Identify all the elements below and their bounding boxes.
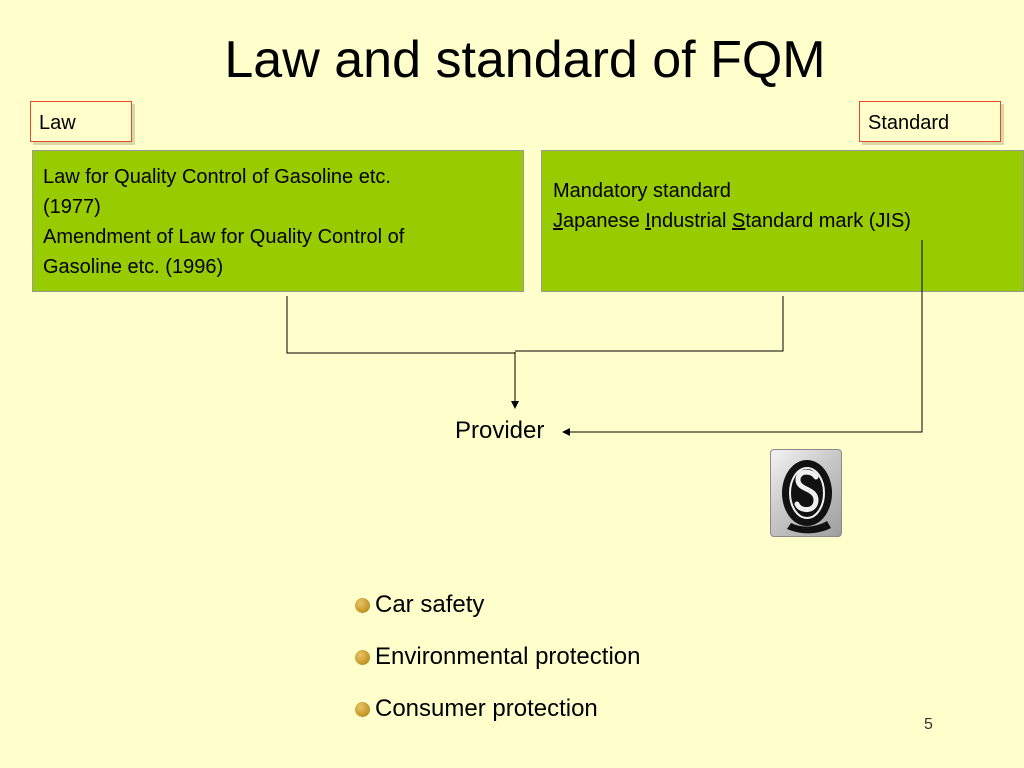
sq-mark-icon	[782, 460, 832, 534]
jis-letter-s: S	[732, 210, 746, 232]
bullet-text: Consumer protection	[375, 695, 598, 722]
bullet-dot-icon	[355, 702, 370, 717]
jis-letter-i: I	[645, 210, 651, 232]
standard-to-merge-line	[515, 296, 784, 352]
jis-word-industrial: ndustrial	[650, 210, 733, 232]
standard-box: Mandatory standard Japanese Industrial S…	[541, 150, 1024, 292]
jis-mark-logo	[770, 449, 842, 537]
standard-tag: Standard	[859, 101, 1001, 142]
list-item: Consumer protection	[355, 694, 640, 724]
law-box-line-3: Amendment of Law for Quality Control of	[43, 226, 405, 248]
jis-to-provider-arrow	[562, 240, 923, 436]
standard-box-line-1: Mandatory standard	[553, 180, 731, 202]
jis-word-standard-mark: tandard mark (JIS)	[745, 210, 911, 232]
jis-word-japanese: apanese	[563, 210, 646, 232]
law-box: Law for Quality Control of Gasoline etc.…	[32, 150, 524, 292]
bullet-text: Car safety	[375, 591, 485, 618]
standard-box-line-2: Japanese Industrial Standard mark (JIS)	[553, 206, 1012, 236]
bullet-dot-icon	[355, 650, 370, 665]
page-number: 5	[924, 716, 933, 733]
law-box-line-2: (1977)	[43, 196, 101, 218]
bullet-dot-icon	[355, 598, 370, 613]
jis-letter-j: J	[553, 210, 563, 232]
law-to-merge-line	[286, 296, 515, 354]
provider-label: Provider	[455, 417, 545, 444]
list-item: Environmental protection	[355, 642, 640, 672]
bullet-text: Environmental protection	[375, 643, 641, 670]
law-box-line-4: Gasoline etc. (1996)	[43, 256, 224, 278]
law-box-line-1: Law for Quality Control of Gasoline etc.	[43, 166, 391, 188]
slide-title: Law and standard of FQM	[224, 31, 826, 89]
law-tag: Law	[30, 101, 132, 142]
list-item: Car safety	[355, 590, 640, 620]
benefits-list: Car safety Environmental protection Cons…	[355, 590, 640, 746]
